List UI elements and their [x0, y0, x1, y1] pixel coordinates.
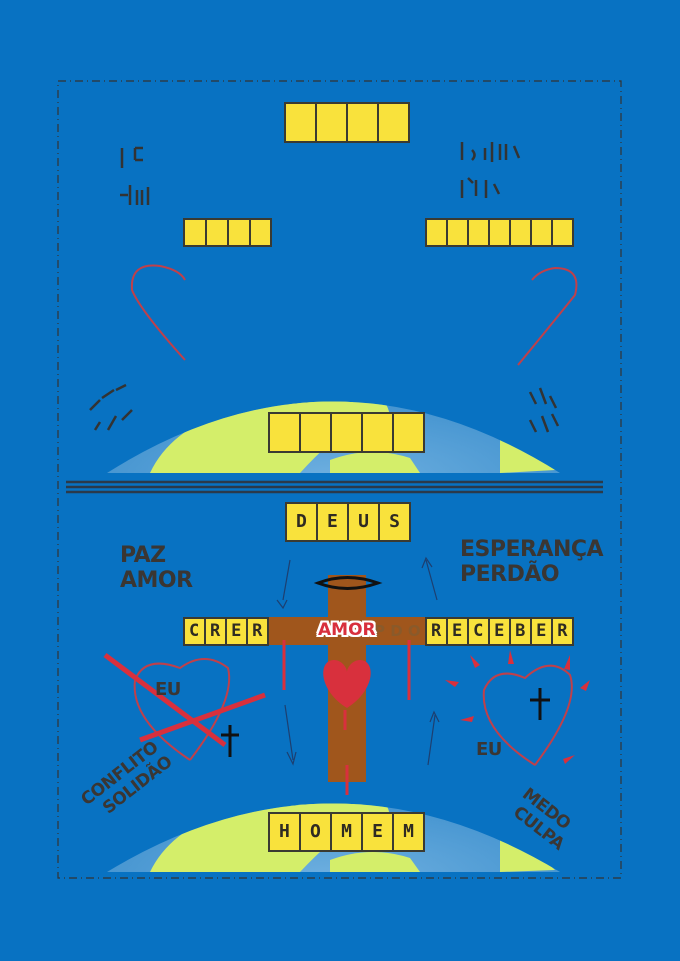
heart-icon [323, 660, 371, 708]
left-upper-words: PAZ AMOR [120, 543, 193, 594]
answer-boxes-right[interactable] [425, 218, 574, 247]
boxes-receber [425, 617, 574, 646]
cross-icon-right [530, 688, 550, 720]
faint-word: P D O [374, 622, 421, 640]
right-upper-words: ESPERANÇA PERDÃO [460, 537, 604, 588]
globe-top [107, 401, 560, 473]
word-deus: DEUS [296, 511, 421, 532]
word-homem: HOMEM [279, 821, 435, 842]
answer-boxes-left[interactable] [183, 218, 272, 247]
broken-heart-left [103, 653, 266, 761]
answer-boxes-globe[interactable] [268, 412, 425, 453]
cross-icon-left [221, 725, 239, 757]
word-esperanca: ESPERANÇA [460, 537, 604, 562]
word-crer: CRER [189, 621, 274, 641]
heart-half-right [517, 266, 578, 366]
heart-right [445, 650, 590, 766]
left-heart-label: EU [155, 679, 181, 700]
crown-of-thorns-icon [313, 576, 383, 590]
blood-drops [282, 640, 411, 795]
heart-half-left [130, 264, 186, 361]
cross-horizontal [268, 617, 426, 645]
answer-boxes-top[interactable] [284, 102, 410, 143]
boxes-homem [268, 812, 425, 852]
word-paz: PAZ [120, 543, 166, 568]
hidden-word-strokes [89, 142, 560, 433]
word-receber: RECEBER [431, 621, 579, 641]
word-amor: AMOR [120, 568, 193, 594]
word-perdao: PERDÃO [460, 562, 560, 588]
separator-lines [66, 480, 603, 494]
arrows [276, 556, 440, 766]
amor-label: AMOR [318, 620, 376, 640]
boxes-crer [183, 617, 269, 646]
right-heart-label: EU [476, 739, 502, 760]
boxes-deus [285, 502, 411, 542]
